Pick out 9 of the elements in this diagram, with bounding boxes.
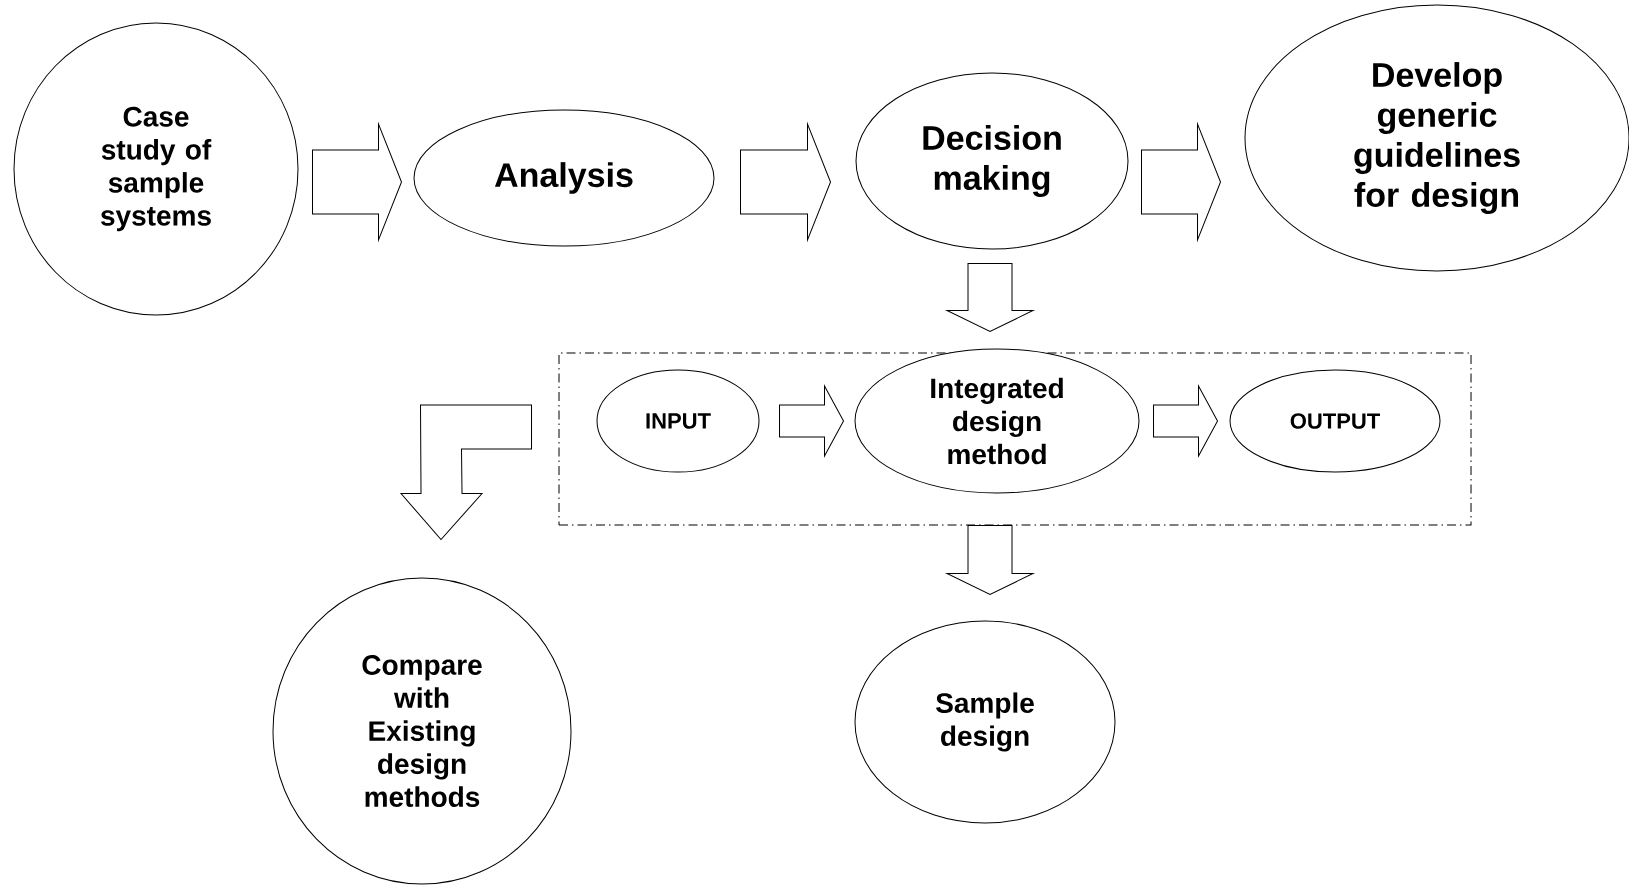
block-arrow — [312, 123, 402, 241]
block-arrow — [740, 123, 831, 241]
block-arrow — [946, 263, 1034, 332]
block-arrow — [779, 385, 844, 457]
block-arrow — [1153, 385, 1218, 457]
block-arrow — [946, 525, 1034, 595]
dash-dot-boundary-box — [558, 352, 1472, 526]
block-arrow — [1141, 123, 1221, 241]
bent-block-arrow — [400, 404, 532, 540]
